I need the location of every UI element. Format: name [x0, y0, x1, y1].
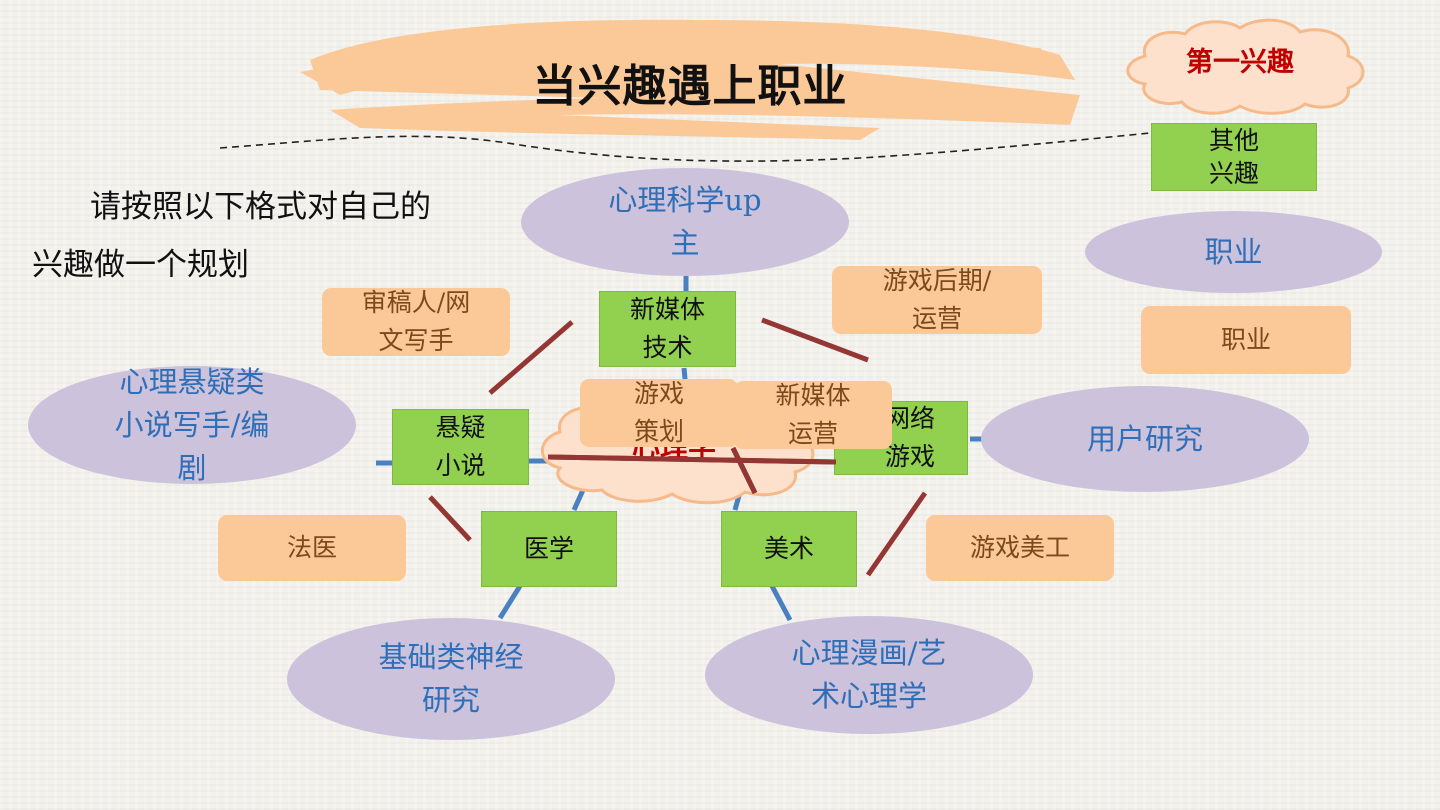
legend-career-ellipse: 职业: [1085, 211, 1382, 293]
career-ellipse-psych-up: 心理科学up 主: [521, 168, 849, 276]
job-box-game-art: 游戏美工: [926, 515, 1114, 581]
interest-box-medicine: 医学: [481, 511, 617, 587]
job-box-new-media-ops: 新媒体 运营: [734, 381, 892, 449]
job-box-forensic: 法医: [218, 515, 406, 581]
interest-box-art: 美术: [721, 511, 857, 587]
job-box-reviewer: 审稿人/网 文写手: [322, 288, 510, 356]
badge-cloud-shape: [1126, 18, 1365, 115]
dashed-separator-line: [219, 132, 1151, 162]
instruction-text: 请按照以下格式对自己的兴趣做一个规划: [32, 189, 431, 283]
job-box-game-post: 游戏后期/ 运营: [832, 266, 1042, 334]
career-ellipse-psych-novel: 心理悬疑类 小说写手/编 剧: [28, 365, 356, 485]
legend-career-box: 职业: [1141, 306, 1351, 374]
job-box-game-plan: 游戏 策划: [580, 379, 738, 447]
career-ellipse-neuro: 基础类神经 研究: [287, 618, 615, 740]
interest-box-new-media: 新媒体 技术: [599, 291, 736, 367]
interest-box-suspense: 悬疑 小说: [392, 409, 529, 485]
legend-other-interest-box: 其他 兴趣: [1151, 123, 1317, 191]
career-ellipse-user-research: 用户研究: [981, 386, 1309, 492]
title-brush-stroke: [300, 19, 1080, 140]
page-title: 当兴趣遇上职业: [532, 61, 848, 112]
career-ellipse-psych-comic: 心理漫画/艺 术心理学: [705, 616, 1033, 734]
first-interest-badge: 第一兴趣: [1186, 47, 1294, 78]
